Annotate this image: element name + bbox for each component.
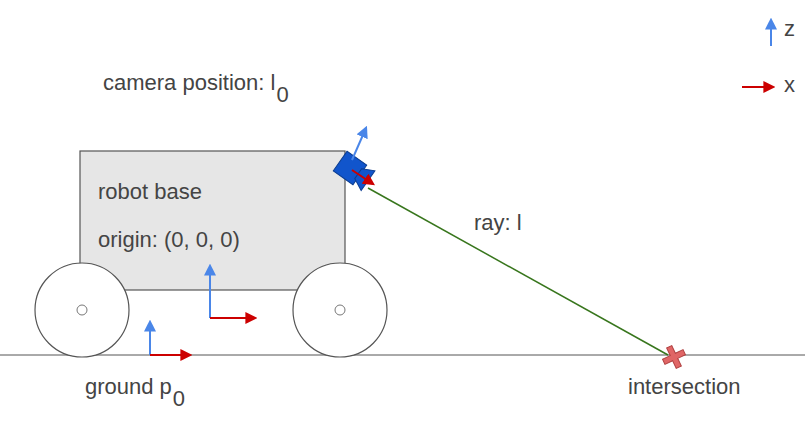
- robot-base-outline: [80, 151, 345, 290]
- legend-text: z: [784, 16, 795, 42]
- robot-base-box: robot base origin: (0, 0, 0): [80, 151, 345, 290]
- wheel: [35, 263, 129, 357]
- x-axis-arrow: [352, 170, 373, 184]
- z-axis-arrow: [209, 266, 211, 318]
- subscript: 0: [173, 386, 185, 412]
- subscript: 0: [276, 82, 288, 108]
- box-layer: [80, 151, 345, 290]
- legend-text: x: [784, 72, 795, 98]
- z-axis-arrow: [149, 322, 151, 355]
- legend-z-arrow: [770, 20, 772, 46]
- box-title: robot base: [98, 177, 345, 207]
- camera-label: camera position: l: [103, 70, 275, 96]
- legend-x-arrow: [742, 86, 773, 88]
- x-axis-arrow: [210, 317, 255, 319]
- intersection-marker: [661, 344, 687, 370]
- x-axis-arrow: [150, 354, 190, 356]
- box-body: origin: (0, 0, 0): [98, 225, 345, 255]
- ray-line: [368, 188, 668, 355]
- intersection-label: intersection: [628, 374, 741, 400]
- wheel: [293, 263, 387, 357]
- z-axis-arrow: [352, 128, 366, 160]
- ray-label: ray: l: [474, 210, 522, 236]
- ground-label: ground p: [85, 374, 172, 400]
